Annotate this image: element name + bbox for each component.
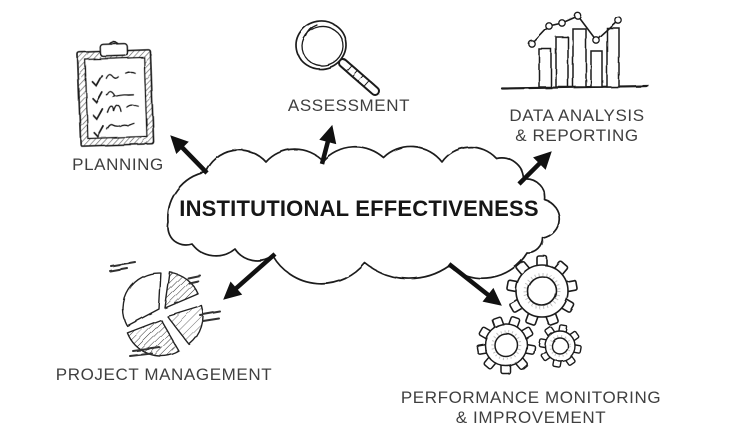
arrow-to-performance	[447, 262, 502, 306]
label-data-analysis-line1: DATA ANALYSIS	[509, 106, 645, 125]
label-performance: PERFORMANCE MONITORING & IMPROVEMENT	[381, 388, 681, 428]
arrow-to-planning	[170, 135, 209, 175]
label-data-analysis-line2: & REPORTING	[515, 126, 639, 145]
magnifying-glass-icon	[295, 20, 380, 96]
label-assessment-line: ASSESSMENT	[287, 96, 411, 115]
bar-line-chart-icon	[500, 12, 650, 90]
label-assessment: ASSESSMENT	[199, 96, 499, 116]
label-planning: PLANNING	[0, 155, 268, 175]
label-data-analysis: DATA ANALYSIS & REPORTING	[427, 106, 727, 146]
label-planning-line: PLANNING	[72, 155, 164, 174]
label-project-management-line: PROJECT MANAGEMENT	[55, 365, 273, 384]
arrow-to-data-analysis	[517, 151, 552, 186]
label-performance-line2: & IMPROVEMENT	[455, 408, 607, 427]
gears-icon	[476, 255, 582, 375]
connector-arrows	[170, 124, 552, 306]
label-project-management: PROJECT MANAGEMENT	[14, 365, 314, 385]
arrow-to-assessment	[319, 124, 337, 165]
clipboard-checklist-icon	[76, 41, 155, 147]
arrow-to-project-management	[223, 252, 277, 300]
center-title: INSTITUTIONAL EFFECTIVENESS	[179, 196, 539, 221]
label-performance-line1: PERFORMANCE MONITORING	[400, 388, 662, 407]
pie-chart-icon	[109, 261, 221, 357]
